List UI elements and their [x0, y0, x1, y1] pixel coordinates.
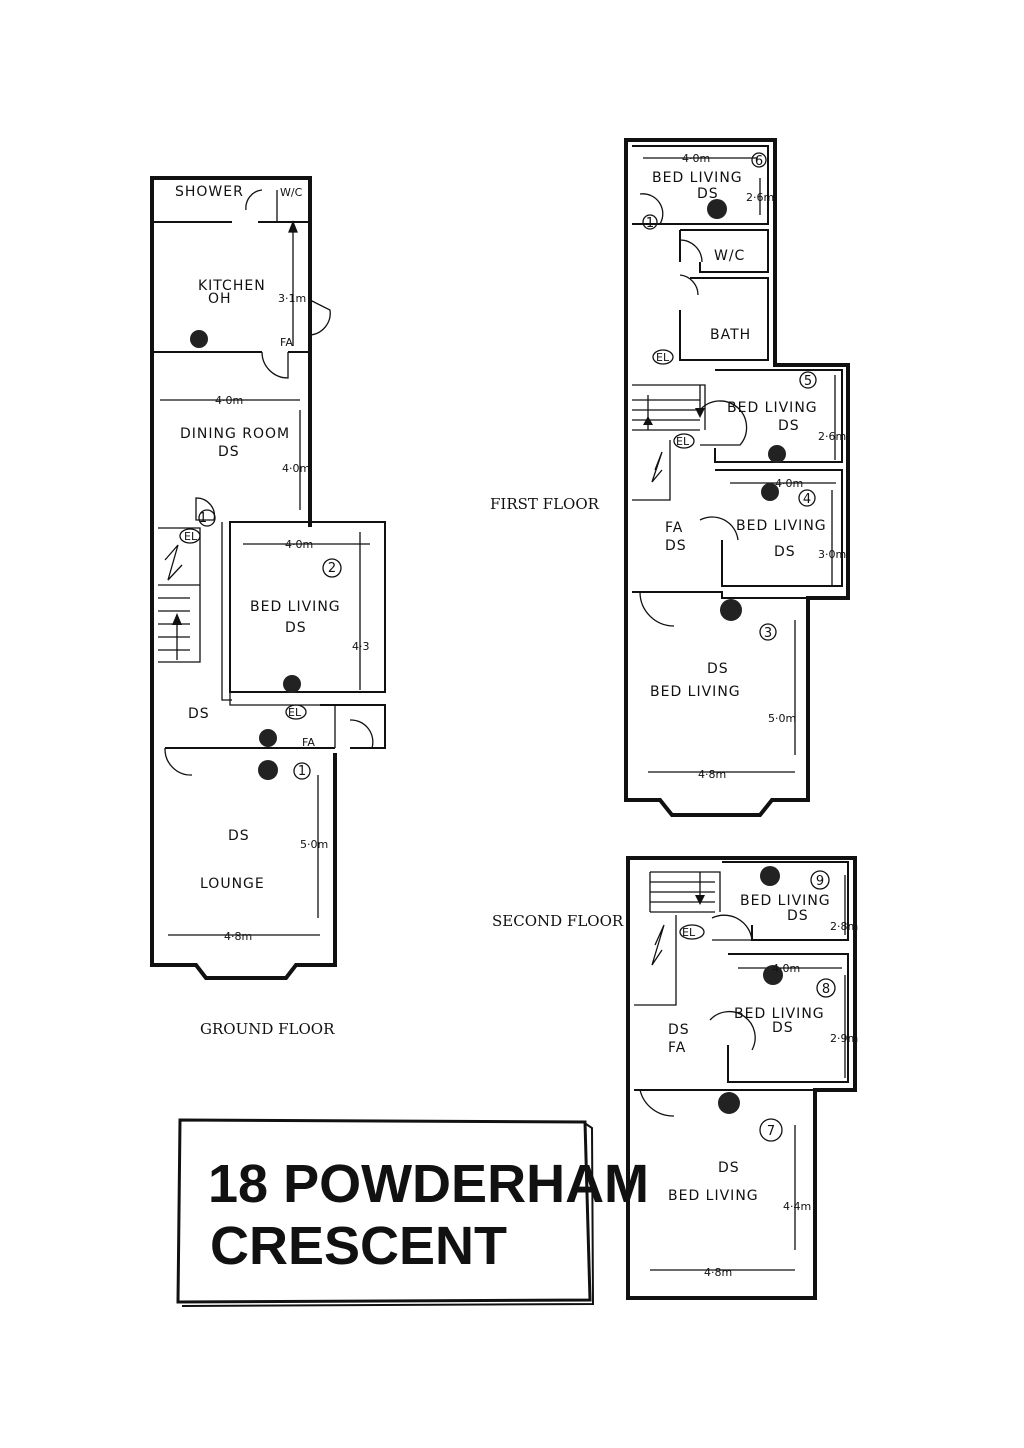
ground-el-label: EL — [184, 530, 198, 543]
title-line2: CRESCENT — [210, 1216, 507, 1276]
first-dimension-arrows — [643, 157, 836, 773]
lounge-number: 1 — [298, 764, 306, 779]
lounge-width: 4·8m — [224, 930, 252, 943]
second-el-label: EL — [682, 926, 696, 939]
dining-width: 4·0m — [215, 394, 243, 407]
kitchen-dimension: 3·1m — [278, 292, 306, 305]
room4-label: BED LIVING — [736, 518, 827, 534]
room9-number: 9 — [816, 874, 824, 889]
room6-number: 6 — [755, 154, 763, 169]
first-floor-label: FIRST FLOOR — [490, 495, 600, 513]
ground-wc-label: W/C — [280, 186, 303, 199]
room7-label: BED LIVING — [668, 1188, 759, 1204]
room5-number: 5 — [804, 374, 812, 389]
room8-ds-label: DS — [772, 1020, 794, 1036]
ground-floor-plan — [150, 176, 386, 980]
room8-number: 8 — [822, 982, 830, 997]
first-el2-label: EL — [676, 435, 690, 448]
first-floor-plan — [624, 138, 850, 817]
title-box: 18 POWDERHAM CRESCENT — [176, 1118, 649, 1307]
room3-dimension: 5·0m — [768, 712, 796, 725]
bed2-label: BED LIVING — [250, 599, 341, 615]
ground-dimension-arrows — [160, 220, 370, 936]
room6-dimension: 2·6m — [746, 191, 774, 204]
room6-label: BED LIVING — [652, 170, 743, 186]
second-landing-fa: FA — [668, 1040, 686, 1056]
first-door-number: 1 — [646, 216, 654, 231]
room3-ds-label: DS — [707, 661, 729, 677]
hall-ds-label: DS — [188, 706, 210, 722]
ground-el2-label: EL — [288, 706, 302, 719]
room5-label: BED LIVING — [727, 400, 818, 416]
bed2-number: 2 — [328, 561, 336, 576]
first-wc-label: W/C — [714, 248, 745, 264]
room5-ds-label: DS — [778, 418, 800, 434]
bath-label: BATH — [710, 327, 751, 343]
bed2-ds-label: DS — [285, 620, 307, 636]
room9-dimension: 2·8m — [830, 920, 858, 933]
bed2-dimension: 4·3 — [352, 640, 370, 653]
kitchen-oh-label: OH — [208, 291, 232, 307]
hall-fa-label: FA — [302, 736, 315, 749]
room5-dimension: 2·6m — [818, 430, 846, 443]
bed2-width: 4·0m — [285, 538, 313, 551]
first-meter-markers — [642, 152, 817, 641]
second-floor-label: SECOND FLOOR — [492, 912, 624, 930]
lounge-ds-label: DS — [228, 828, 250, 844]
room4-dimension: 3·0m — [818, 548, 846, 561]
title-line1: 18 POWDERHAM — [208, 1154, 649, 1214]
room8-label: BED LIVING — [734, 1006, 825, 1022]
second-landing-ds: DS — [668, 1022, 690, 1038]
room7-ds-label: DS — [718, 1160, 740, 1176]
dining-ds-label: DS — [218, 444, 240, 460]
dining-room-label: DINING ROOM — [180, 426, 290, 442]
second-dimension-arrows — [650, 875, 846, 1271]
room4-ds-label: DS — [774, 544, 796, 560]
room9-label: BED LIVING — [740, 893, 831, 909]
room6-width: 4·0m — [682, 152, 710, 165]
kitchen-label: KITCHEN — [198, 278, 266, 294]
ground-door-number: 1 — [199, 511, 207, 526]
first-landing-fa: FA — [665, 520, 683, 536]
lounge-label: LOUNGE — [200, 876, 265, 892]
room4-width: 4·0m — [775, 477, 803, 490]
room3-label: BED LIVING — [650, 684, 741, 700]
second-floor-plan — [626, 856, 857, 1300]
ground-meter-markers — [179, 330, 342, 780]
first-el-label: EL — [656, 351, 670, 364]
dining-dimension: 4·0m — [282, 462, 310, 475]
room4-number: 4 — [803, 492, 811, 507]
room3-number: 3 — [764, 626, 772, 641]
room7-number: 7 — [767, 1124, 775, 1139]
room8-width: 4·0m — [772, 962, 800, 975]
room3-width: 4·8m — [698, 768, 726, 781]
room7-dimension: 4·4m — [783, 1200, 811, 1213]
second-meter-markers — [679, 866, 836, 1142]
lounge-dimension: 5·0m — [300, 838, 328, 851]
room9-ds-label: DS — [787, 908, 809, 924]
ground-floor-label: GROUND FLOOR — [200, 1020, 335, 1038]
first-landing-ds: DS — [665, 538, 687, 554]
kitchen-fa-label: FA — [280, 336, 293, 349]
room7-width: 4·8m — [704, 1266, 732, 1279]
room6-ds-label: DS — [697, 186, 719, 202]
room8-dimension: 2·9m — [830, 1032, 858, 1045]
shower-label: SHOWER — [175, 184, 244, 200]
